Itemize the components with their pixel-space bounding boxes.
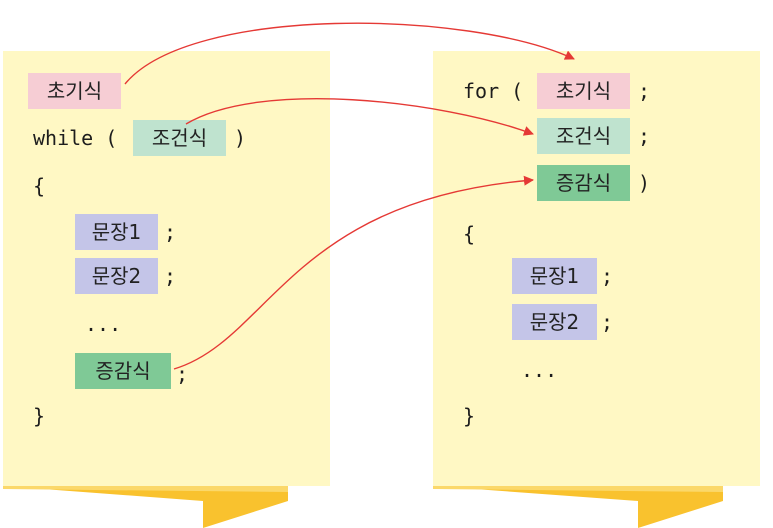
right-panel-fold: [433, 486, 723, 528]
right-init-box: 초기식: [537, 73, 630, 109]
right-ellipsis: ...: [521, 358, 558, 382]
while-keyword: while (: [33, 126, 118, 150]
for-keyword: for (: [463, 79, 524, 103]
left-condition-box: 조건식: [133, 120, 226, 156]
left-increment-semicolon: ;: [176, 362, 189, 386]
left-panel-fold: [3, 486, 288, 528]
right-init-semicolon: ;: [638, 79, 651, 103]
left-close-brace: }: [33, 404, 46, 428]
right-statement-2-semicolon: ;: [601, 310, 614, 334]
right-statement-1: 문장1: [512, 258, 597, 294]
right-condition-semicolon: ;: [638, 124, 651, 148]
for-close-paren: ): [638, 171, 651, 195]
right-increment-box: 증감식: [537, 165, 630, 201]
right-condition-box: 조건식: [537, 118, 630, 154]
left-statement-2: 문장2: [75, 258, 158, 294]
right-statement-2: 문장2: [512, 304, 597, 340]
left-ellipsis: ...: [85, 312, 122, 336]
left-init-box: 초기식: [28, 73, 121, 109]
left-statement-1: 문장1: [75, 214, 158, 250]
left-increment-box: 증감식: [75, 353, 171, 389]
right-statement-1-semicolon: ;: [601, 264, 614, 288]
while-close-paren: ): [234, 126, 247, 150]
left-statement-1-semicolon: ;: [164, 220, 177, 244]
right-close-brace: }: [463, 404, 476, 428]
left-statement-2-semicolon: ;: [164, 264, 177, 288]
right-open-brace: {: [463, 222, 476, 246]
left-open-brace: {: [33, 174, 46, 198]
